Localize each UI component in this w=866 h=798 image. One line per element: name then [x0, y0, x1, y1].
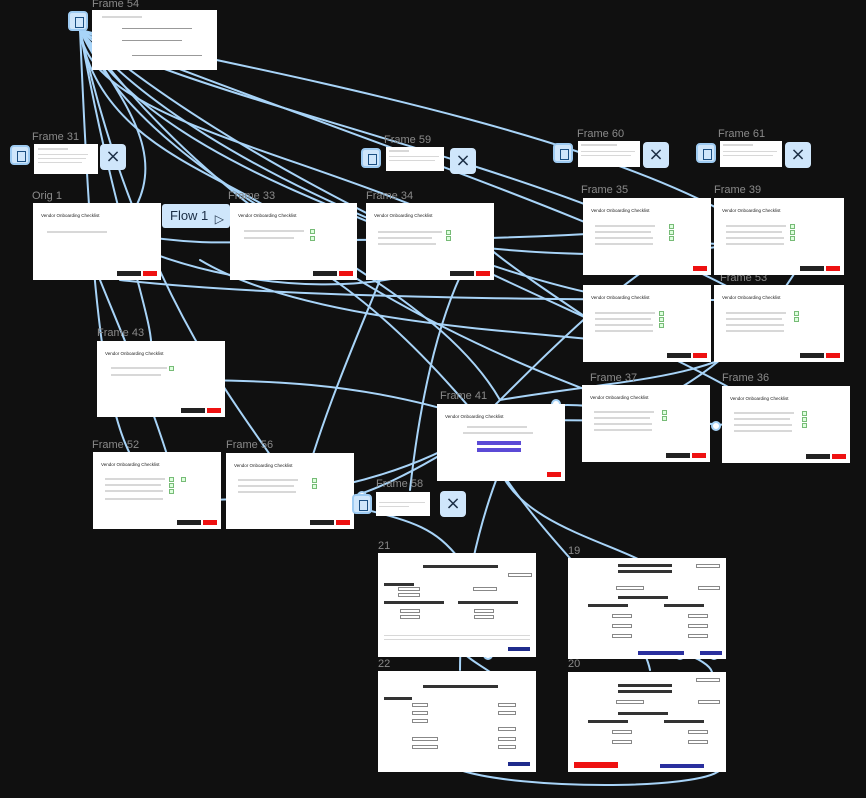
connector-line [499, 469, 641, 561]
frame-title: Vendor Onboarding Checklist [591, 208, 650, 213]
flow-start-tag[interactable]: Flow 1 ▷ [162, 204, 230, 228]
frame-orig-1[interactable]: Vendor Onboarding Checklist [33, 203, 161, 280]
frame-36[interactable]: Vendor Onboarding Checklist [722, 386, 850, 463]
frame-31-close-icon[interactable]: × [100, 144, 126, 170]
frame-58-close-icon[interactable]: × [440, 491, 466, 517]
frame-60-overlay-icon[interactable] [553, 143, 573, 163]
frame-label-59[interactable]: Frame 59 [384, 134, 432, 146]
frame-label-19[interactable]: 19 [568, 545, 581, 557]
frame-61-overlay-icon[interactable] [696, 143, 716, 163]
play-icon[interactable]: ▷ [214, 212, 224, 226]
frame-title: Vendor Onboarding Checklist [234, 463, 293, 468]
frame-label-37[interactable]: Frame 37 [590, 372, 638, 384]
frame-41[interactable]: Vendor Onboarding Checklist [437, 404, 565, 481]
frame-33[interactable]: Vendor Onboarding Checklist [230, 203, 357, 280]
frame-21[interactable] [378, 553, 536, 657]
frame-59-overlay-icon[interactable] [361, 148, 381, 168]
frame-59-close-icon[interactable]: × [450, 148, 476, 174]
frame-60-close-icon[interactable]: × [643, 142, 669, 168]
frame-title: Vendor Onboarding Checklist [374, 213, 433, 218]
frame-label-58[interactable]: Frame 58 [376, 478, 424, 490]
frame-label-35[interactable]: Frame 35 [581, 184, 629, 196]
frame-37[interactable]: Vendor Onboarding Checklist [582, 385, 710, 462]
connector-node[interactable] [711, 421, 721, 431]
frame-58-overlay-icon[interactable] [352, 494, 372, 514]
frame-60[interactable] [578, 141, 640, 167]
frame-label-36[interactable]: Frame 36 [722, 372, 770, 384]
frame-title: Vendor Onboarding Checklist [238, 213, 297, 218]
frame-35[interactable]: Vendor Onboarding Checklist [583, 198, 711, 275]
flow-name-label: Flow 1 [170, 208, 209, 223]
frame-54-overlay-icon[interactable] [68, 11, 88, 31]
frame-39[interactable]: Vendor Onboarding Checklist [714, 198, 844, 275]
frame-label-34[interactable]: Frame 34 [366, 190, 414, 202]
frame-title: Vendor Onboarding Checklist [730, 396, 789, 401]
frame-label-22[interactable]: 22 [378, 658, 391, 670]
frame-label-60[interactable]: Frame 60 [577, 128, 625, 140]
frame-59[interactable] [386, 147, 444, 171]
connector-line [199, 259, 601, 341]
frame-61[interactable] [720, 141, 782, 167]
connector-line [459, 769, 721, 786]
frame-20[interactable] [568, 672, 726, 772]
frame-label-52[interactable]: Frame 52 [92, 439, 140, 451]
frame-58[interactable] [376, 492, 430, 516]
frame-61-close-icon[interactable]: × [785, 142, 811, 168]
frame-label-56[interactable]: Frame 56 [226, 439, 274, 451]
connector-line [79, 29, 141, 471]
frame-title: Vendor Onboarding Checklist [722, 208, 781, 213]
frame-55[interactable]: Vendor Onboarding Checklist [583, 285, 711, 362]
frame-label-61[interactable]: Frame 61 [718, 128, 766, 140]
frame-label-1[interactable]: Orig 1 [32, 190, 62, 202]
frame-52[interactable]: Vendor Onboarding Checklist [93, 452, 221, 529]
frame-31-overlay-icon[interactable] [10, 145, 30, 165]
frame-label-20[interactable]: 20 [568, 658, 581, 670]
frame-title: Vendor Onboarding Checklist [101, 462, 160, 467]
frame-label-43[interactable]: Frame 43 [97, 327, 145, 339]
frame-label-54[interactable]: Frame 54 [92, 0, 140, 10]
frame-22[interactable] [378, 671, 536, 772]
frame-label-21[interactable]: 21 [378, 540, 391, 552]
frame-label-53[interactable]: Frame 53 [720, 272, 768, 284]
frame-label-31[interactable]: Frame 31 [32, 131, 80, 143]
frame-label-39[interactable]: Frame 39 [714, 184, 762, 196]
frame-title: Vendor Onboarding Checklist [41, 213, 100, 218]
frame-43[interactable]: Vendor Onboarding Checklist [97, 341, 225, 417]
frame-title: Vendor Onboarding Checklist [591, 295, 650, 300]
frame-53[interactable]: Vendor Onboarding Checklist [714, 285, 844, 362]
frame-54[interactable] [92, 10, 217, 70]
frame-title: Vendor Onboarding Checklist [445, 414, 504, 419]
frame-31[interactable] [34, 144, 98, 174]
connector-line [79, 29, 281, 471]
connector-line [79, 29, 641, 301]
frame-label-41[interactable]: Frame 41 [440, 390, 488, 402]
frame-label-33[interactable]: Frame 33 [228, 190, 276, 202]
connector-line [79, 29, 401, 236]
frame-title: Vendor Onboarding Checklist [105, 351, 164, 356]
frame-34[interactable]: Vendor Onboarding Checklist [366, 203, 494, 280]
frame-title: Vendor Onboarding Checklist [722, 295, 781, 300]
frame-56[interactable]: Vendor Onboarding Checklist [226, 453, 354, 529]
frame-title: Vendor Onboarding Checklist [590, 395, 649, 400]
frame-19[interactable] [568, 558, 726, 659]
